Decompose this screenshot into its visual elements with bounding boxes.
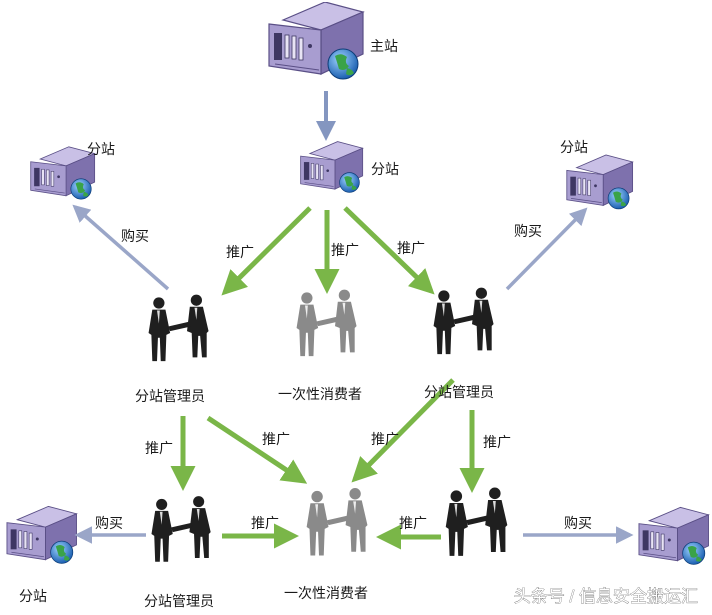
- promote-label-center-right: 推广: [397, 240, 425, 256]
- consumer-bottom-label: 一次性消费者: [284, 585, 368, 601]
- promote-label-center-middle: 推广: [331, 242, 359, 258]
- consumer-center-handshake-icon: [296, 289, 357, 357]
- buy-label-bottom-left: 购买: [95, 515, 123, 531]
- sub-manager-right-label: 分站管理员: [424, 384, 494, 400]
- promote-label-right-down: 推广: [483, 434, 511, 450]
- consumer-center-label: 一次性消费者: [278, 386, 362, 402]
- watermark-text: 头条号 / 信息安全搬运汇: [514, 587, 698, 606]
- buy-label-top-left: 购买: [121, 228, 149, 244]
- main-server-icon: [268, 2, 364, 80]
- promote-label-left-down: 推广: [145, 440, 173, 456]
- sub-station-bottom-left-label: 分站: [19, 588, 47, 604]
- promote-label-bottom-left: 推广: [251, 515, 279, 531]
- sub-station-top-left-label: 分站: [87, 141, 115, 157]
- sub-manager-bottom-label: 分站管理员: [144, 593, 214, 609]
- sub-station-bottom-left-server-icon: [6, 506, 77, 564]
- promote-label-center-left: 推广: [226, 244, 254, 260]
- promote-arrow-center-right: [343, 206, 435, 295]
- buy-arrow-top-left: [72, 204, 170, 291]
- sub-station-top-right-server-icon: [566, 154, 634, 210]
- buy-arrow-top-right: [505, 207, 588, 291]
- sub-manager-bottom-handshake-icon: [151, 496, 211, 562]
- promote-label-left-diagonal: 推广: [262, 431, 290, 447]
- promote-label-bottom-right: 推广: [399, 515, 427, 531]
- sub-manager-right-handshake-icon: [433, 287, 494, 355]
- buy-label-bottom-right: 购买: [564, 515, 592, 531]
- sub-station-top-left-server-icon: [30, 146, 96, 200]
- sub-station-center-server-icon: [300, 141, 364, 193]
- promote-arrow-right-diagonal: [351, 378, 455, 483]
- consumer-bottom-handshake-icon: [306, 488, 368, 556]
- sub-manager-left-label: 分站管理员: [135, 388, 205, 404]
- sub-station-top-right-label: 分站: [560, 139, 588, 155]
- sub-manager-left-handshake-icon: [148, 294, 209, 362]
- promote-label-right-diagonal: 推广: [371, 431, 399, 447]
- main-station-label: 主站: [370, 38, 398, 54]
- sub-manager-bottom-right-handshake-icon: [445, 487, 508, 556]
- buy-label-top-right: 购买: [514, 223, 542, 239]
- promote-arrow-center-left: [221, 206, 312, 296]
- sub-station-bottom-right-server-icon: [638, 506, 709, 565]
- sub-station-center-label: 分站: [371, 161, 399, 177]
- promote-arrow-left-diagonal: [206, 415, 308, 484]
